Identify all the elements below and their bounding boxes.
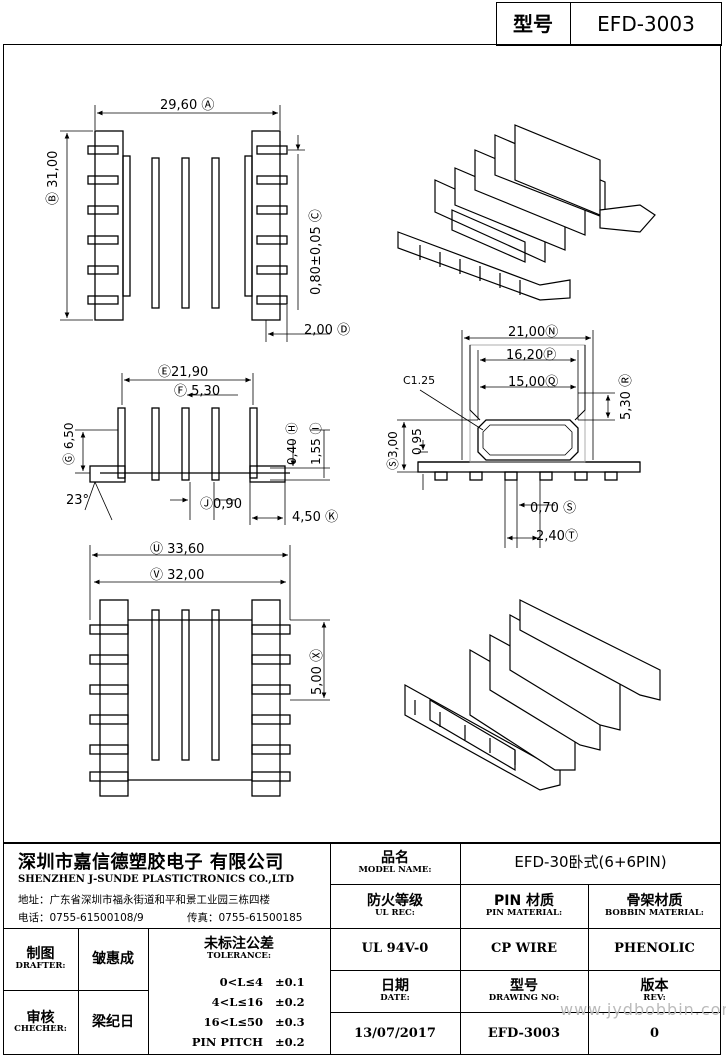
bobbin-material-value: PHENOLIC	[614, 941, 695, 957]
tolerance-table: 0<L≤4±0.1 4<L≤16±0.2 16<L≤50±0.3 PIN PIT…	[168, 972, 328, 1052]
tolerance-row: 16<L≤50±0.3	[203, 1015, 305, 1029]
dim-s: 0,70 Ⓢ	[530, 501, 577, 516]
header-model-box	[496, 2, 722, 46]
watermark: www.jydbobbin.com	[560, 1000, 726, 1019]
company-name-en: SHENZHEN J-SUNDE PLASTICTRONICS CO.,LTD	[18, 874, 295, 885]
dim-s095: 0,95	[410, 428, 424, 455]
pin-material-value: CP WIRE	[490, 941, 558, 957]
date-label: 日期 DATE:	[380, 978, 410, 1003]
model-name-label: 品名 MODEL NAME:	[358, 850, 432, 875]
end-view	[397, 330, 641, 548]
dim-b: Ⓑ 31,00	[46, 150, 61, 205]
dim-x: 5,00 Ⓧ	[310, 648, 325, 695]
model-name-value: EFD-30卧式(6+6PIN)	[514, 853, 667, 872]
bottom-view	[89, 545, 330, 797]
rev-label: 版本 REV:	[640, 978, 669, 1003]
dim-n: 21,00Ⓝ	[508, 325, 559, 340]
isometric-view-top	[397, 124, 656, 301]
dim-c125: C1.25	[403, 374, 436, 387]
front-view	[60, 105, 330, 342]
checker-label: 审核 CHECHER:	[14, 1009, 67, 1035]
drawing-no-label: 型号 DRAWING NO:	[488, 978, 560, 1003]
dim-u: Ⓤ 33,60	[150, 542, 205, 557]
company-address: 地址：广东省深圳市福永街道和平和景工业园三栋四楼	[18, 894, 270, 906]
dim-c: 0,80±0,05 Ⓒ	[309, 209, 324, 295]
side-view	[75, 373, 330, 525]
ul-rec-label: 防火等级 UL REC:	[367, 893, 423, 918]
bobbin-material-label: 骨架材质 BOBBIN MATERIAL:	[605, 893, 704, 918]
dim-d: 2,00 Ⓓ	[304, 323, 351, 338]
dim-h: 0,40 Ⓗ	[285, 422, 299, 465]
dim-k: 4,50 Ⓚ	[292, 510, 339, 525]
dim-j: Ⓙ0,90	[200, 497, 242, 512]
dim-v: Ⓥ 32,00	[150, 568, 205, 583]
dim-s3: Ⓢ3,00	[386, 431, 400, 470]
checker-name: 梁纪日	[92, 1014, 134, 1031]
isometric-view-bottom	[404, 599, 661, 791]
dim-q: 15,00Ⓠ	[508, 375, 559, 390]
dim-e: Ⓔ21,90	[158, 365, 209, 380]
drafter-label: 制图 DRAFTER:	[15, 946, 66, 971]
date-value: 13/07/2017	[354, 1025, 436, 1041]
dim-i: 1,55 Ⓘ	[309, 422, 323, 465]
dim-f: Ⓕ 5,30	[174, 384, 221, 399]
tolerance-row: PIN PITCH±0.2	[191, 1035, 305, 1049]
header-model-value: EFD-3003	[597, 11, 695, 36]
dim-t: 2,40Ⓣ	[536, 529, 578, 544]
company-phone: 电话：0755-61500108/9	[18, 912, 144, 924]
technical-drawing	[60, 105, 661, 797]
tolerance-label: 未标注公差 TOLERANCE:	[204, 936, 274, 961]
company-name-cn: 深圳市嘉信德塑胶电子 有限公司	[18, 852, 284, 873]
dim-p: 16,20Ⓟ	[506, 348, 557, 363]
dim-angle: 23°	[66, 493, 90, 508]
drawing-no-value: EFD-3003	[487, 1025, 561, 1041]
dim-g: Ⓖ 6,50	[62, 422, 76, 465]
company-fax: 传真：0755-61500185	[187, 912, 303, 924]
tolerance-row: 4<L≤16±0.2	[211, 995, 305, 1009]
header-model-label: 型号	[513, 11, 553, 36]
drawing-border	[3, 44, 721, 1055]
dim-r: 5,30 Ⓡ	[619, 373, 634, 420]
rev-value: 0	[649, 1025, 660, 1041]
header-divider	[570, 2, 571, 46]
dim-a: 29,60 Ⓐ	[160, 98, 215, 113]
pin-material-label: PIN 材质 PIN MATERIAL:	[485, 893, 563, 918]
ul-rec-value: UL 94V-0	[361, 941, 429, 957]
tolerance-row: 0<L≤4±0.1	[219, 975, 305, 989]
drafter-name: 皱惠成	[92, 950, 134, 967]
title-block-top	[3, 842, 721, 844]
